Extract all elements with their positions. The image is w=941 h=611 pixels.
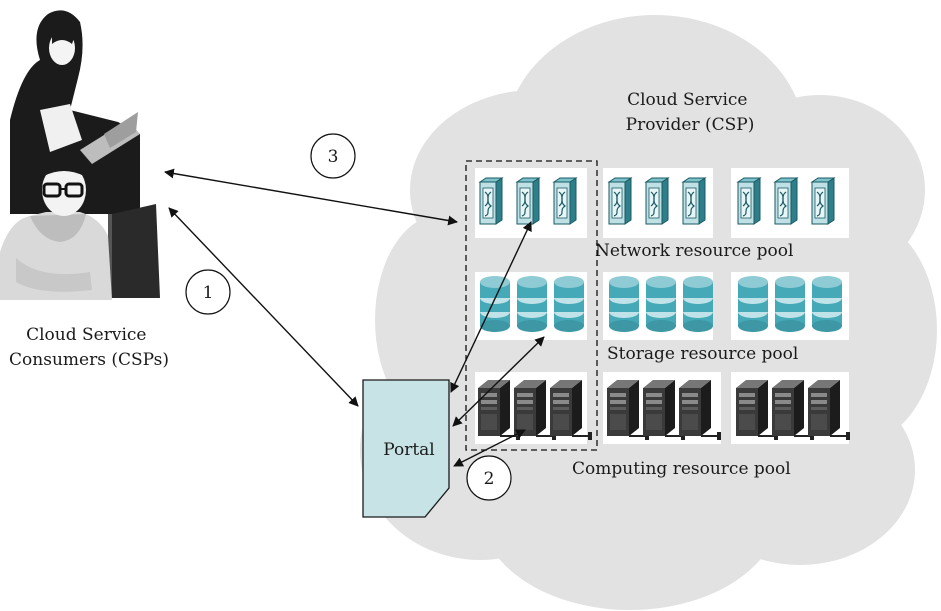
network-switch-icon — [553, 177, 577, 225]
database-cylinder-icon — [775, 276, 805, 332]
connector-arrows — [164, 168, 545, 467]
svg-text:2: 2 — [484, 469, 495, 489]
database-cylinder-icon — [683, 276, 713, 332]
network-switch-icon — [479, 177, 503, 225]
computing-pool-label: Computing resource pool — [572, 459, 791, 479]
database-cylinder-icon — [738, 276, 768, 332]
arrow-step-1 — [168, 207, 359, 407]
database-cylinder-icon — [480, 276, 510, 332]
database-cylinder-icon — [646, 276, 676, 332]
database-cylinder-icon — [812, 276, 842, 332]
network-switch-icon — [737, 177, 761, 225]
storage-pool-label: Storage resource pool — [607, 344, 798, 364]
portal-label: Portal — [383, 440, 435, 460]
svg-text:3: 3 — [328, 147, 339, 167]
database-cylinder-icon — [554, 276, 584, 332]
step-3-marker: 3 — [310, 133, 356, 179]
consumer-label: Cloud Service Consumers (CSPs) — [9, 325, 169, 370]
arrow-portal-storage — [452, 336, 545, 427]
arrow-step-3 — [164, 168, 458, 226]
network-switch-icon — [682, 177, 706, 225]
network-resource-pool — [475, 168, 849, 238]
database-cylinder-icon — [517, 276, 547, 332]
network-switch-icon — [645, 177, 669, 225]
network-switch-icon — [516, 177, 540, 225]
database-cylinder-icon — [609, 276, 639, 332]
people-at-computers-icon — [0, 10, 160, 300]
svg-text:1: 1 — [203, 283, 214, 303]
network-pool-label: Network resource pool — [595, 241, 793, 261]
network-switch-icon — [811, 177, 835, 225]
storage-resource-pool — [475, 272, 849, 340]
step-2-marker: 2 — [466, 455, 512, 501]
network-switch-icon — [774, 177, 798, 225]
portal: Portal — [362, 379, 450, 518]
provider-label: Cloud Service Provider (CSP) — [626, 90, 755, 135]
arrow-step-2 — [453, 429, 526, 467]
network-switch-icon — [608, 177, 632, 225]
step-1-marker: 1 — [185, 269, 231, 315]
computing-resource-pool — [475, 372, 851, 444]
